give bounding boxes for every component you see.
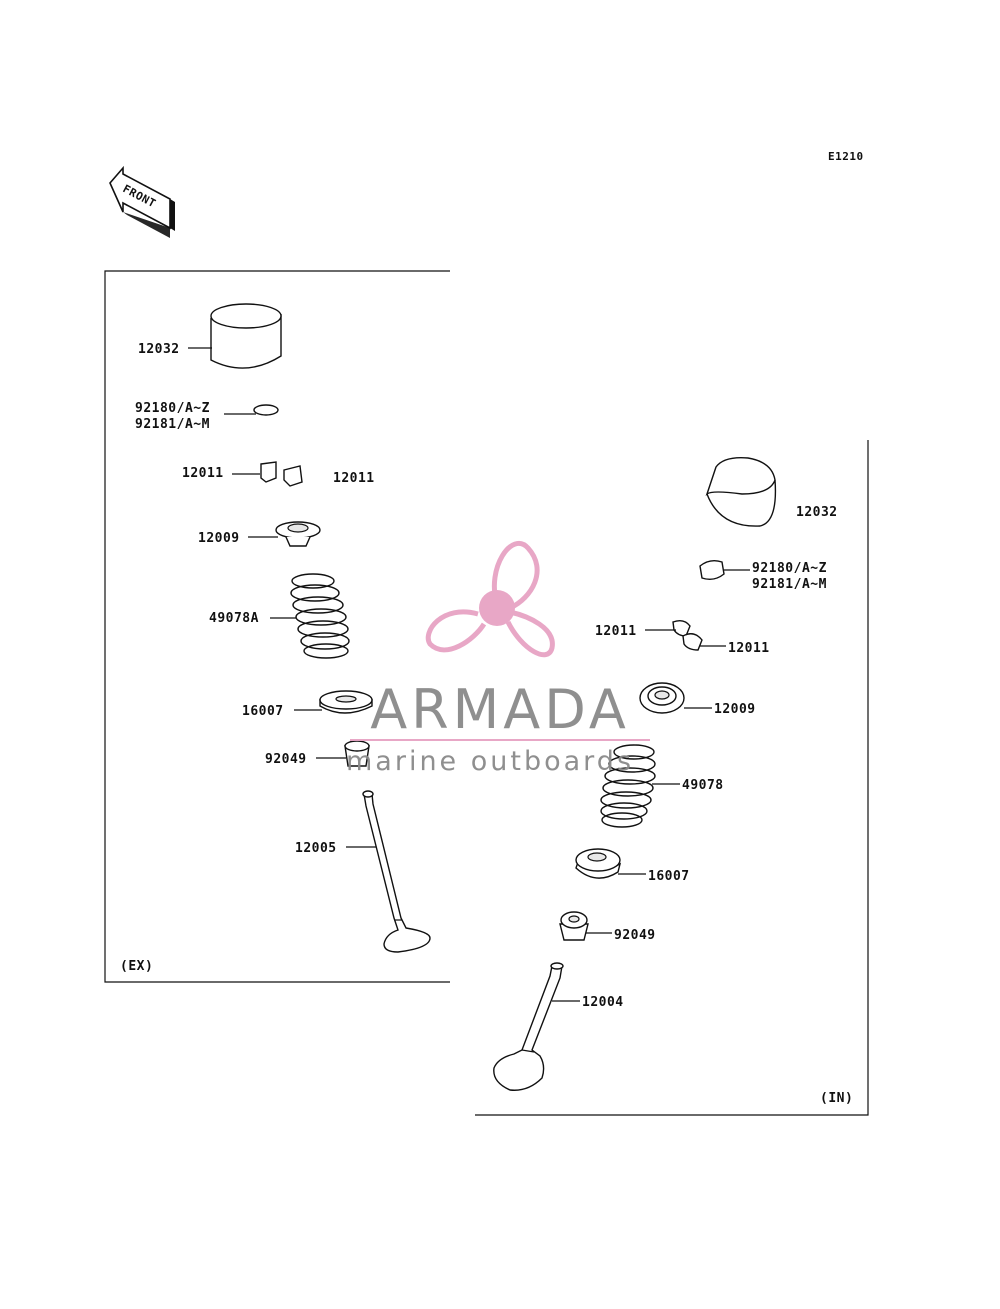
label-92180-ex: 92180/A~Z xyxy=(135,401,210,416)
label-12011-in-b: 12011 xyxy=(728,641,770,656)
shim-part-ex xyxy=(253,404,279,416)
label-12032-ex: 12032 xyxy=(138,342,180,357)
watermark-brand: ARMADA xyxy=(370,678,630,741)
in-panel: (IN) 12032 92180/A~Z 92181/A~M 12011 120… xyxy=(475,440,869,1116)
label-12011-ex-a: 12011 xyxy=(182,466,224,481)
ex-panel: (EX) 12032 92180/A~Z 92181/A~M 12011 120… xyxy=(104,270,450,983)
watermark-tagline: marine outboards xyxy=(346,746,634,777)
collet-part-ex xyxy=(260,461,303,487)
label-49078A-ex: 49078A xyxy=(209,611,259,626)
label-92181-ex: 92181/A~M xyxy=(135,417,210,432)
label-49078-in: 49078 xyxy=(682,778,724,793)
label-12011-ex-b: 12011 xyxy=(333,471,375,486)
tappet-part-in xyxy=(705,457,777,527)
label-16007-ex: 16007 xyxy=(242,704,284,719)
label-12004-in: 12004 xyxy=(582,995,624,1010)
tappet-part-ex xyxy=(210,303,282,369)
spring-part-ex xyxy=(290,573,350,659)
collet-part-in xyxy=(672,619,703,651)
label-12005-ex: 12005 xyxy=(295,841,337,856)
label-12009-in: 12009 xyxy=(714,702,756,717)
intake-valve-part xyxy=(493,962,564,1091)
spring-seat-part-ex xyxy=(319,690,373,714)
watermark: ARMADA marine outboards xyxy=(346,540,650,777)
propeller-logo-icon xyxy=(425,540,555,658)
ex-panel-tag: (EX) xyxy=(120,959,153,974)
retainer-part-ex xyxy=(275,521,321,547)
retainer-part-in xyxy=(639,682,685,714)
spring-seat-part-in xyxy=(575,848,622,879)
exhaust-valve-part xyxy=(362,790,431,953)
label-92181-in: 92181/A~M xyxy=(752,577,827,592)
label-92049-in: 92049 xyxy=(614,928,656,943)
stem-seal-part-in xyxy=(559,911,589,941)
diagram-code: E1210 xyxy=(828,150,864,163)
label-92180-in: 92180/A~Z xyxy=(752,561,827,576)
stem-seal-part-ex xyxy=(344,740,370,767)
label-12032-in: 12032 xyxy=(796,505,838,520)
label-92049-ex: 92049 xyxy=(265,752,307,767)
label-12009-ex: 12009 xyxy=(198,531,240,546)
front-arrow-icon: FRONT xyxy=(109,165,175,238)
label-12011-in-a: 12011 xyxy=(595,624,637,639)
in-panel-tag: (IN) xyxy=(820,1091,853,1106)
label-16007-in: 16007 xyxy=(648,869,690,884)
spring-part-in xyxy=(600,744,656,828)
shim-part-in xyxy=(699,559,725,581)
